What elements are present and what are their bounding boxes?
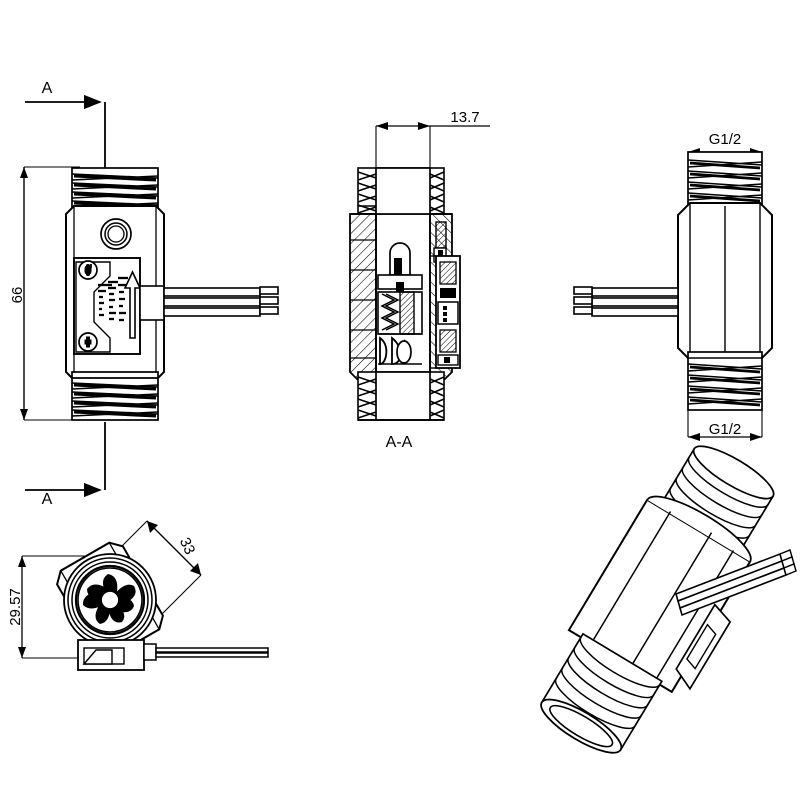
screw-top xyxy=(78,260,98,280)
right-wires xyxy=(573,286,679,317)
dimension-66 xyxy=(20,166,80,421)
iso-wires xyxy=(675,549,797,617)
section-view-label: A-A xyxy=(386,434,413,451)
iso-bottom-thread xyxy=(540,632,663,754)
end-wire-housing xyxy=(77,639,269,671)
flow-direction-arrow xyxy=(123,270,142,339)
right-bottom-thread xyxy=(687,351,763,411)
dimension-label-29-57: 29.57 xyxy=(7,588,24,626)
dimension-label-13-7: 13.7 xyxy=(450,109,479,126)
dimension-33 xyxy=(103,520,202,619)
isometric-view xyxy=(540,445,797,754)
end-view xyxy=(18,520,269,671)
iso-hex-body xyxy=(567,495,752,694)
spring xyxy=(380,293,400,331)
section-line-bottom xyxy=(25,422,106,498)
dimension-thread-bottom xyxy=(687,410,763,441)
iso-sensor-housing xyxy=(675,603,732,691)
section-internals xyxy=(375,214,431,380)
right-side-view xyxy=(573,148,773,441)
section-reed-switch-module xyxy=(430,221,461,369)
section-marker-a-bottom: A xyxy=(42,491,53,508)
dimension-label-66: 66 xyxy=(9,287,26,304)
front-wires xyxy=(139,285,279,321)
section-marker-a-top: A xyxy=(42,80,53,97)
right-top-thread xyxy=(687,151,763,209)
dimension-label-33: 33 xyxy=(176,535,198,557)
section-top-thread xyxy=(357,167,445,215)
impeller-turbine xyxy=(77,567,143,633)
dimension-13-7 xyxy=(375,122,490,172)
front-view xyxy=(20,94,279,498)
front-label-plate xyxy=(73,257,142,355)
section-bottom-thread xyxy=(357,371,445,421)
thread-label-bottom: G1/2 xyxy=(709,421,742,438)
section-view-aa xyxy=(349,122,490,421)
impeller-hub xyxy=(100,590,120,610)
right-hex-body xyxy=(677,202,773,361)
impeller-section xyxy=(378,336,422,365)
label-text-marks xyxy=(98,276,128,322)
screw-bottom xyxy=(78,332,98,352)
front-bottom-thread xyxy=(71,371,159,421)
thread-label-top: G1/2 xyxy=(709,131,742,148)
section-line-top xyxy=(25,94,106,172)
